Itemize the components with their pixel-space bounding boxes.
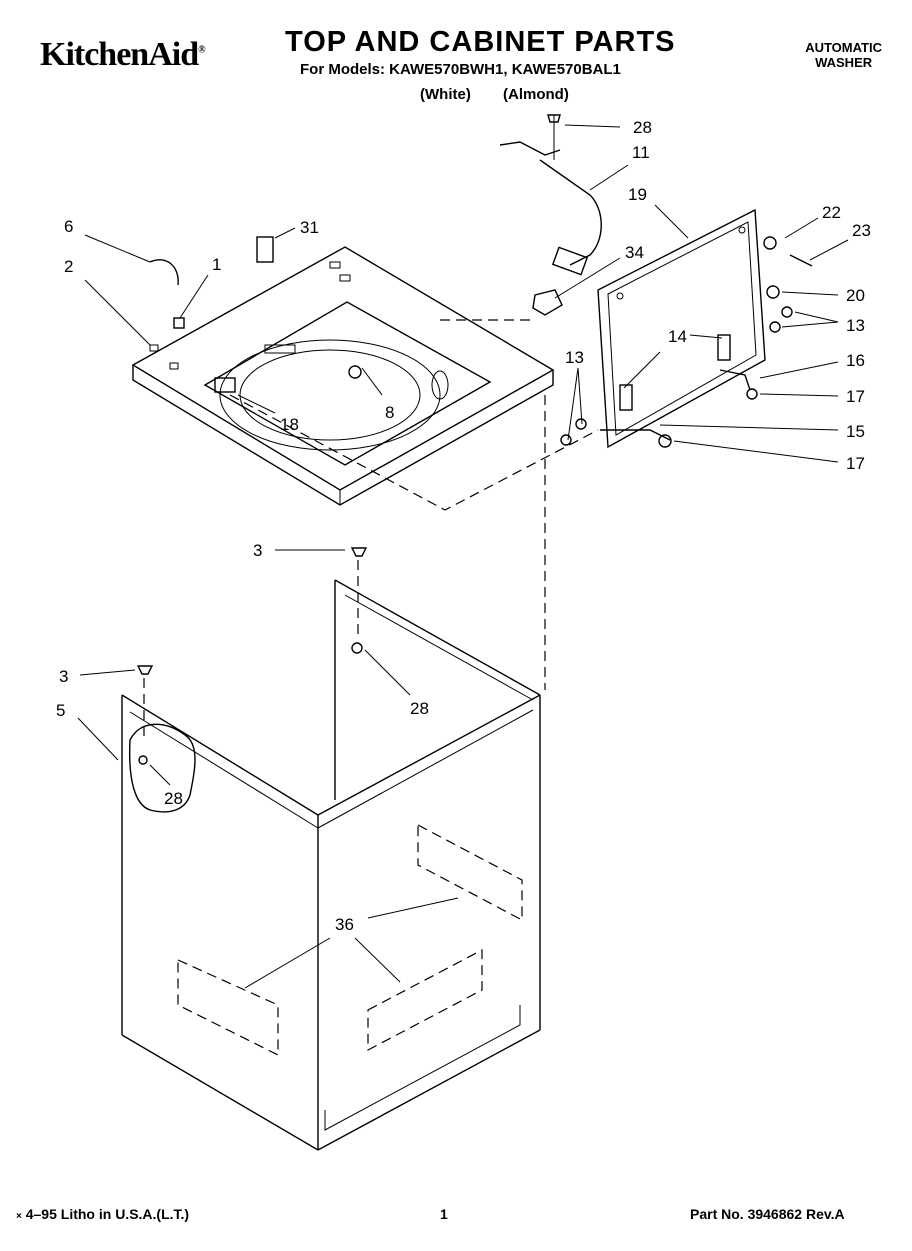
part-23 [789, 254, 813, 267]
callout-16: 16 [846, 351, 865, 370]
callout-14: 14 [668, 327, 687, 346]
leader-lines [77, 124, 849, 989]
callout-20: 20 [846, 286, 865, 305]
part-22 [763, 236, 777, 250]
page-number: 1 [440, 1206, 448, 1222]
bumper-17a [746, 388, 758, 400]
callout-17-lower: 17 [846, 454, 865, 473]
appliance-type: AUTOMATIC WASHER [805, 40, 882, 70]
callout-34: 34 [625, 243, 644, 262]
screw-8 [348, 365, 362, 379]
callout-18: 18 [280, 415, 299, 434]
models-line: For Models: KAWE570BWH1, KAWE570BAL1 [300, 61, 621, 78]
part-number: Part No. 3946862 Rev.A [690, 1206, 845, 1222]
hinge-clip [149, 259, 179, 286]
callout-31: 31 [300, 218, 319, 237]
callout-28-mid: 28 [410, 699, 429, 718]
cabinet [121, 579, 541, 1151]
screw-13c [575, 418, 587, 430]
bumper-17b [658, 434, 672, 448]
callout-22: 22 [822, 203, 841, 222]
washer-lid [597, 208, 766, 449]
color-white: (White) [420, 86, 471, 103]
callout-13-right: 13 [846, 316, 865, 335]
screw-13b [769, 321, 781, 333]
brand-logo: KitchenAid® [40, 36, 206, 73]
lid-switch [532, 289, 563, 316]
clip-3b [136, 665, 154, 675]
callout-8: 8 [385, 403, 394, 422]
washer-top-panel [131, 246, 555, 506]
wire-harness [499, 114, 602, 276]
callout-15: 15 [846, 422, 865, 441]
assembly-line [229, 394, 599, 511]
callout-2: 2 [64, 257, 73, 276]
callout-11: 11 [632, 143, 650, 162]
callout-3-upper: 3 [253, 541, 262, 560]
screw-28b [351, 642, 363, 654]
callout-13-left: 13 [565, 348, 584, 367]
part-1 [173, 317, 185, 329]
callout-28-cutaway: 28 [164, 789, 183, 808]
hinge-18 [214, 377, 236, 393]
callout-36: 36 [335, 915, 354, 934]
callout-3-lower: 3 [59, 667, 68, 686]
bracket-31 [256, 236, 274, 263]
color-almond: (Almond) [503, 86, 569, 103]
callout-17-upper: 17 [846, 387, 865, 406]
callout-28-top: 28 [633, 118, 652, 137]
page-title: TOP AND CABINET PARTS [285, 26, 676, 58]
callout-23: 23 [852, 221, 871, 240]
callout-19: 19 [628, 185, 647, 204]
callout-5: 5 [56, 701, 65, 720]
clip-3a [350, 547, 368, 557]
callout-1: 1 [212, 255, 221, 274]
callout-6: 6 [64, 217, 73, 236]
screw-13d [560, 434, 572, 446]
litho-line: × 4–95 Litho in U.S.A.(L.T.) [16, 1206, 190, 1222]
part-20 [766, 285, 780, 299]
screw-13a [781, 306, 793, 318]
